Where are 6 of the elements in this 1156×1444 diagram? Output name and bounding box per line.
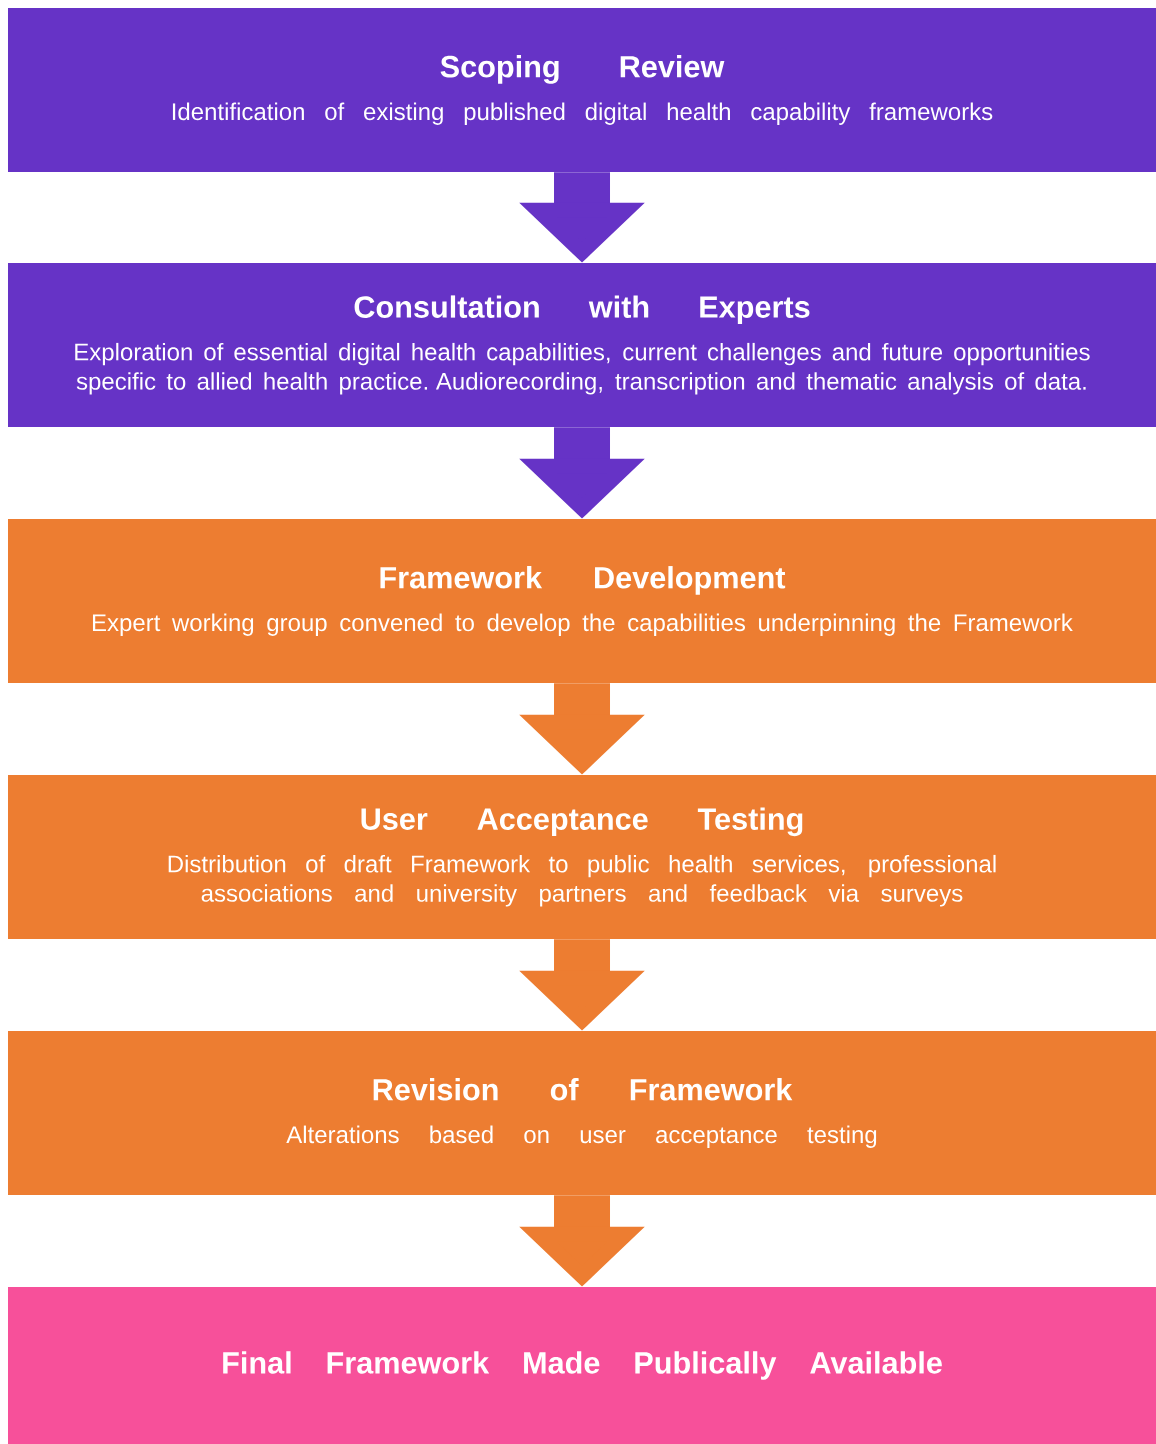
process-box: Scoping Review Identification of existing published digital health capability frameworks — [8, 8, 1156, 172]
process-box: Consultation with Experts Exploration of essential digital health capabilities, current challenges and future opportunities specific to allied health practice. Audiorecording, transcription and thematic analysis of data. — [8, 263, 1156, 427]
process-box: Revision of Framework Alterations based on user acceptance testing — [8, 1031, 1156, 1195]
process-box: User Acceptance Testing Distribution of draft Framework to public health services, professional associations and university partners and feedback via surveys — [8, 775, 1156, 939]
final-step-box: Final Framework Made Publically Available — [8, 1287, 1156, 1444]
process-box: Framework Development Expert working group convened to develop the capabilities underpinning the Framework — [8, 519, 1156, 683]
